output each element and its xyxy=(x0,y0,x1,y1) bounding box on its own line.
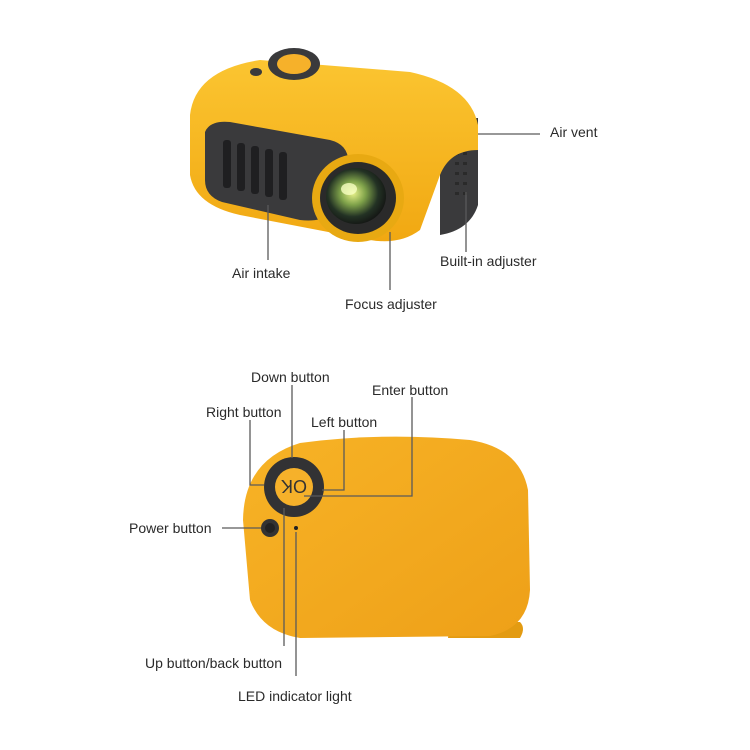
right-button-leader xyxy=(249,420,264,486)
ok-button-text: OK xyxy=(281,476,307,496)
up-back-button-label: Up button/back button xyxy=(145,655,282,671)
power-button-label: Power button xyxy=(129,520,212,536)
enter-button-label: Enter button xyxy=(372,382,449,398)
built-in-adjuster-label: Built-in adjuster xyxy=(440,253,537,269)
left-button-leader xyxy=(322,430,345,491)
power-button-center xyxy=(265,523,275,533)
right-button-label: Right button xyxy=(206,404,282,420)
left-button-label: Left button xyxy=(311,414,378,430)
top-leader-lines xyxy=(267,133,540,290)
lens-glass xyxy=(326,168,386,224)
top-small-button xyxy=(250,68,262,76)
top-dial-center xyxy=(277,54,311,74)
back-leader-lines xyxy=(222,385,413,676)
enter-button-leader xyxy=(304,397,413,497)
down-button-label: Down button xyxy=(251,369,330,385)
led-indicator-label: LED indicator light xyxy=(238,688,352,704)
led-indicator xyxy=(294,526,298,530)
projector-back-view: OK xyxy=(243,436,530,638)
air-intake-label: Air intake xyxy=(232,265,291,281)
air-intake-slots xyxy=(223,140,287,200)
ok-button xyxy=(275,468,313,506)
projector-front-view xyxy=(190,48,478,242)
air-vent-label: Air vent xyxy=(550,124,598,140)
focus-adjuster-label: Focus adjuster xyxy=(345,296,437,312)
lens-highlight xyxy=(341,183,357,195)
